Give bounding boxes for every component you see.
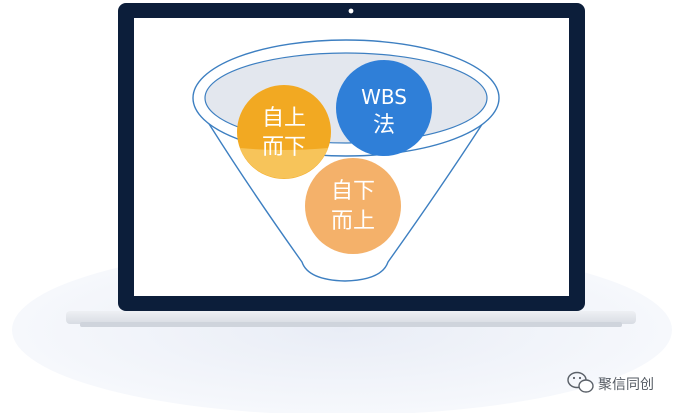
funnel-body — [192, 97, 500, 282]
circle-top-down-line2: 而下 — [262, 135, 306, 160]
circle-bottom-up-line1: 自下 — [331, 179, 375, 204]
circle-wbs-line1: WBS — [361, 85, 407, 109]
watermark-label: 聚信同创 — [598, 377, 654, 393]
wechat-icon — [567, 371, 594, 393]
circle-top-down-line1: 自上 — [262, 106, 306, 131]
webcam — [348, 8, 354, 14]
circle-top-down-lower — [240, 148, 328, 179]
laptop-base — [66, 311, 636, 324]
laptop-base-edge — [80, 322, 622, 327]
circle-wbs — [336, 60, 432, 156]
circle-bottom-up — [305, 158, 401, 254]
funnel-diagram: 自上 而下 WBS 法 自下 而上 — [192, 39, 500, 282]
circle-wbs-line2: 法 — [373, 113, 395, 138]
watermark: 聚信同创 — [567, 371, 654, 393]
circle-bottom-up-line2: 而上 — [331, 209, 375, 234]
